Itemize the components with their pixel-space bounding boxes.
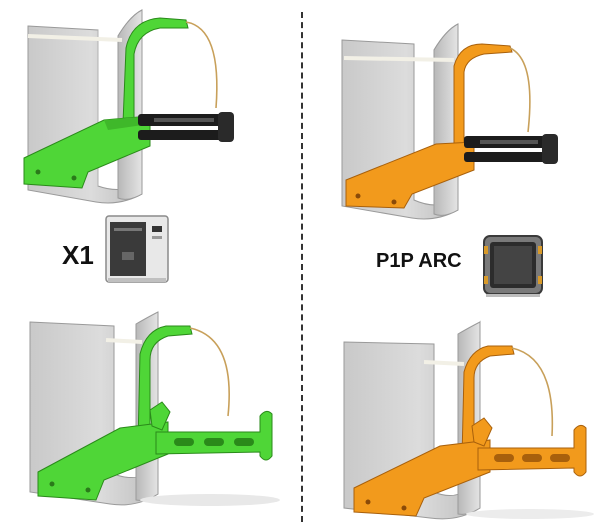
p1p-arc-label: P1P ARC [376,250,462,272]
shadow [466,509,594,519]
spool-holder [138,112,234,142]
filament [189,327,230,417]
ptfe-tube [423,360,465,366]
filament [185,21,218,109]
orange-bracket [353,345,515,517]
filament [511,347,554,437]
filament [509,47,531,133]
spool-holder [464,134,558,164]
render-x1-top [23,9,234,204]
ptfe-tube [27,34,123,42]
render-x1-bottom [29,311,280,506]
x1-label: X1 [62,240,94,270]
render-p1p-top [341,23,558,220]
ptfe-tube [343,56,455,62]
orange-bracket [345,43,513,209]
printer-p1p-icon [483,235,543,297]
render-p1p-bottom [343,320,594,520]
green-bracket [37,325,193,501]
spool-arm [471,417,587,477]
shadow [140,494,280,506]
printer-x1-icon [105,215,169,283]
center-divider [301,12,303,522]
ptfe-tube [105,338,143,344]
spool-arm [149,401,273,461]
